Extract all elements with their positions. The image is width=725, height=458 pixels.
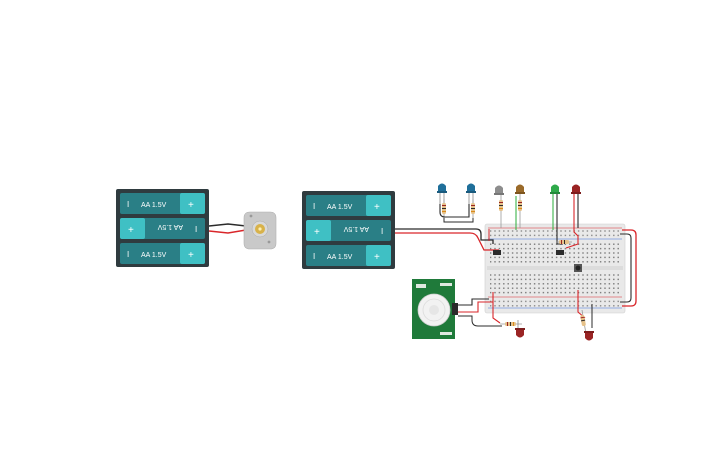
wire-black[interactable] <box>443 218 474 223</box>
breadboard[interactable] <box>484 223 626 314</box>
resistor[interactable] <box>499 195 503 228</box>
svg-text:I: I <box>195 225 197 234</box>
led-green[interactable] <box>550 184 560 195</box>
svg-text:+: + <box>128 225 134 236</box>
wire-red[interactable] <box>565 194 579 249</box>
svg-text:I: I <box>127 250 129 259</box>
chip[interactable] <box>493 250 501 255</box>
svg-text:+: + <box>188 200 194 211</box>
battery-pack-right[interactable]: I AA 1.5V + + AA 1.5V I I AA 1.5V + <box>302 191 395 269</box>
battery-cell: I AA 1.5V + <box>306 195 391 216</box>
svg-text:AA 1.5V: AA 1.5V <box>141 202 167 209</box>
resistor[interactable] <box>580 309 587 335</box>
resistor[interactable] <box>518 194 522 228</box>
svg-text:+: + <box>188 250 194 261</box>
svg-text:+: + <box>314 227 320 238</box>
svg-text:AA 1.5V: AA 1.5V <box>327 204 353 211</box>
svg-text:+: + <box>374 202 380 213</box>
wire-black[interactable] <box>458 298 489 306</box>
battery-cell: I AA 1.5V + <box>306 245 391 266</box>
resistor[interactable] <box>471 199 475 218</box>
push-button[interactable] <box>574 264 582 272</box>
resistor[interactable] <box>556 240 572 244</box>
battery-cell: I AA 1.5V + <box>120 193 205 214</box>
svg-text:I: I <box>313 202 315 211</box>
led-red-bottom-right[interactable] <box>584 331 594 341</box>
led-blue-2[interactable] <box>466 183 476 205</box>
svg-text:AA 1.5V: AA 1.5V <box>141 252 167 259</box>
svg-text:I: I <box>381 227 383 236</box>
svg-text:I: I <box>313 252 315 261</box>
wire-red[interactable] <box>208 229 247 234</box>
chip[interactable] <box>556 250 564 255</box>
dc-motor[interactable] <box>243 211 277 250</box>
svg-text:AA 1.5V: AA 1.5V <box>157 223 183 230</box>
wire-red[interactable] <box>622 229 637 307</box>
resistor[interactable] <box>442 199 446 218</box>
led-blue-1[interactable] <box>437 183 447 206</box>
wire-black[interactable] <box>439 204 470 218</box>
battery-pack-left[interactable]: I AA 1.5V + + AA 1.5V I I AA 1.5V + <box>116 189 209 267</box>
svg-text:AA 1.5V: AA 1.5V <box>343 225 369 232</box>
svg-text:I: I <box>127 200 129 209</box>
svg-text:AA 1.5V: AA 1.5V <box>327 254 353 261</box>
wire-red[interactable] <box>492 292 501 324</box>
led-brown[interactable] <box>515 184 525 195</box>
pir-sensor[interactable] <box>412 279 458 339</box>
wire-black[interactable] <box>458 315 502 327</box>
battery-cell: + AA 1.5V I <box>306 220 391 241</box>
wire-black[interactable] <box>395 228 494 244</box>
led-red-bottom-left[interactable] <box>515 320 525 338</box>
battery-cell: + AA 1.5V I <box>120 218 205 239</box>
led-red-top[interactable] <box>571 184 581 195</box>
resistor[interactable] <box>500 322 522 326</box>
svg-text:+: + <box>374 252 380 263</box>
battery-cell: I AA 1.5V + <box>120 243 205 264</box>
led-gray[interactable] <box>494 185 504 196</box>
wire-red[interactable] <box>395 232 499 251</box>
wire-black[interactable] <box>208 223 247 227</box>
wire-red[interactable] <box>458 301 493 313</box>
wire-black[interactable] <box>620 233 632 303</box>
